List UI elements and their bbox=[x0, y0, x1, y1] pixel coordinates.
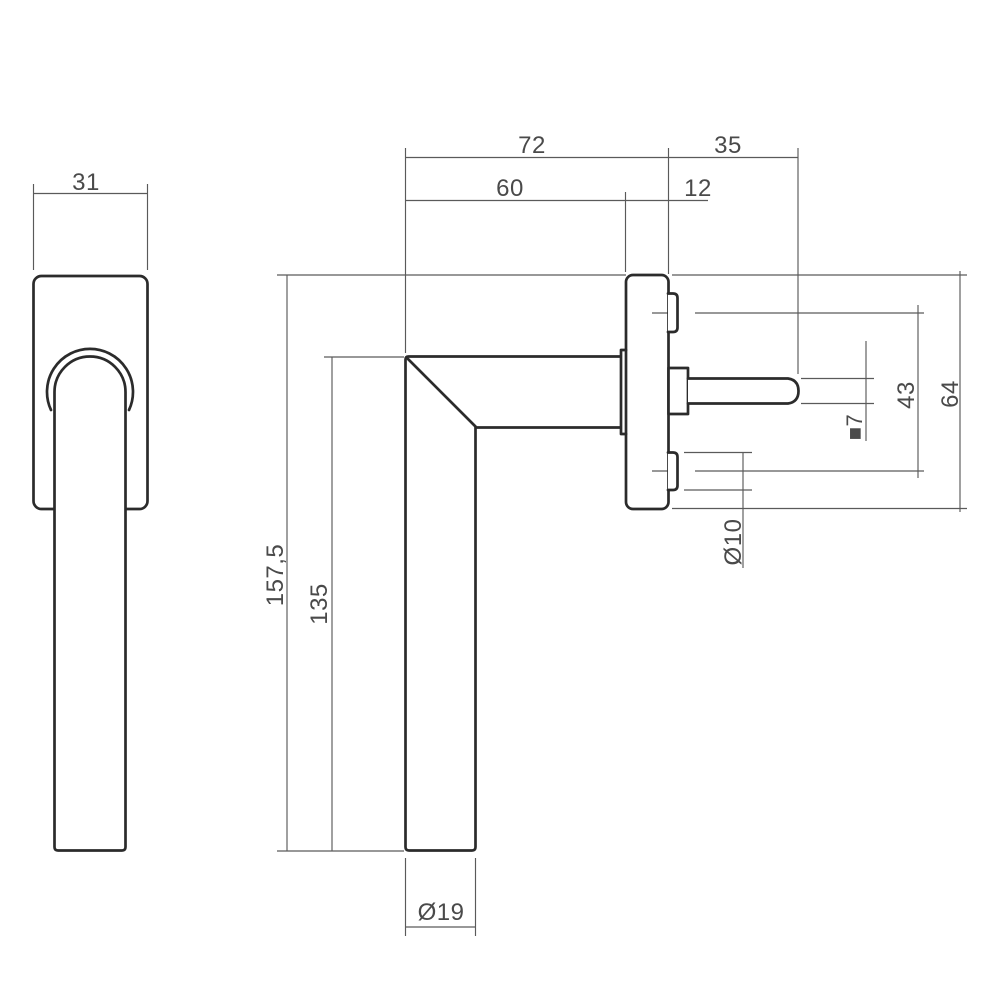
label-total-height-157-5: 157,5 bbox=[262, 544, 289, 607]
label-grip-dia-19: Ø19 bbox=[418, 899, 465, 926]
label-grip-length-135: 135 bbox=[306, 583, 333, 625]
label-plate-width-31: 31 bbox=[72, 169, 100, 196]
side-grip-bend-edge bbox=[405, 356, 477, 428]
side-view bbox=[404, 273, 800, 852]
side-neck-collar bbox=[619, 348, 628, 436]
screw-center-line-dashes bbox=[652, 312, 668, 472]
dim-grip-length-135 bbox=[324, 356, 404, 851]
label-total-depth-72: 72 bbox=[518, 132, 546, 159]
dim-plate-width-31 bbox=[32, 184, 149, 270]
dimension-lines bbox=[32, 148, 967, 936]
front-grip bbox=[53, 355, 127, 852]
label-grip-offset-60: 60 bbox=[496, 175, 524, 202]
label-screw-hole-dia-10: Ø10 bbox=[720, 519, 747, 566]
label-spindle-square-7: ■7 bbox=[842, 414, 867, 441]
screw-cap-top bbox=[666, 292, 679, 334]
dim-total-height-157-5 bbox=[277, 274, 626, 852]
spindle-rod bbox=[686, 377, 800, 405]
dim-screw-spacing-43 bbox=[695, 305, 924, 478]
dimension-labels: 31 72 35 60 12 157,5 135 ■7 43 64 Ø10 Ø1… bbox=[72, 132, 964, 926]
dim-total-depth-72-and-spindle-35 bbox=[404, 148, 799, 374]
side-plate bbox=[624, 273, 670, 511]
spindle-base-block bbox=[667, 366, 690, 416]
dim-spindle-square-7 bbox=[801, 341, 874, 441]
dim-screw-hole-dia-10 bbox=[684, 451, 752, 568]
label-plate-thickness-12: 12 bbox=[684, 175, 712, 202]
dim-grip-offset-60-and-thickness-12 bbox=[405, 192, 708, 272]
screw-cap-bottom bbox=[666, 451, 679, 492]
front-neck-arch bbox=[45, 347, 135, 412]
front-view bbox=[32, 274, 149, 852]
dim-plate-height-64 bbox=[672, 271, 967, 512]
label-screw-spacing-43: 43 bbox=[893, 381, 920, 409]
side-grip-outline bbox=[404, 355, 622, 852]
dim-grip-dia-19 bbox=[404, 858, 477, 936]
label-spindle-length-35: 35 bbox=[714, 132, 742, 159]
label-plate-height-64: 64 bbox=[937, 380, 964, 408]
